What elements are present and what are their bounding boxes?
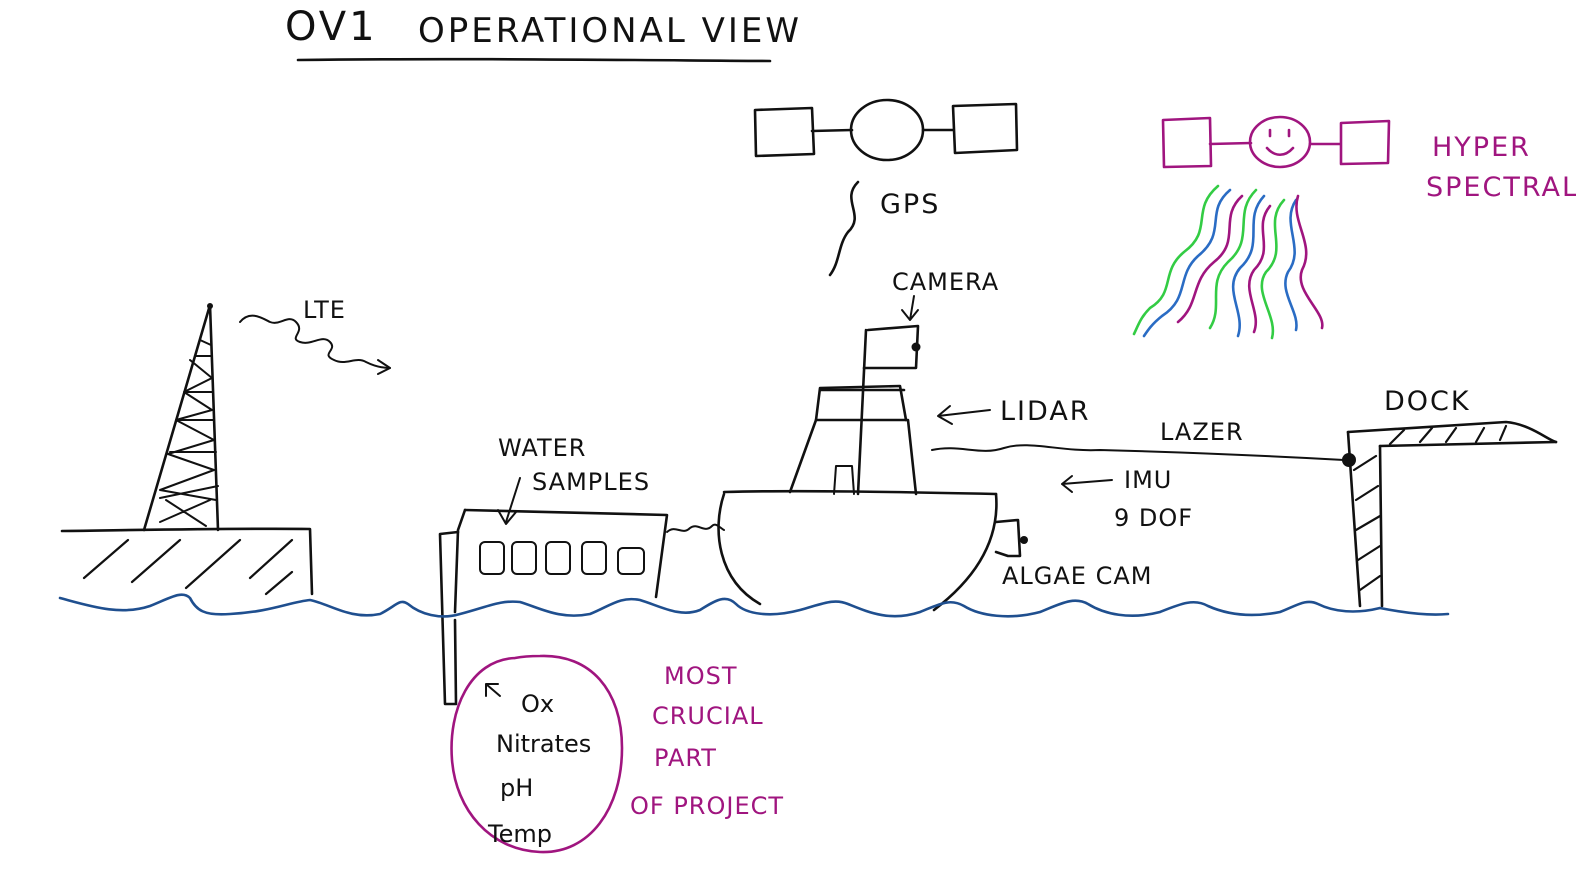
hyperspectral-satellite-icon: HYPER SPECTRAL	[1161, 115, 1576, 203]
camera-label: CAMERA	[892, 268, 999, 296]
lidar-arrow	[937, 405, 991, 425]
crucial-note: MOST CRUCIAL PART OF PROJECT	[630, 662, 784, 820]
lidar-housing	[814, 384, 908, 422]
boat-mast	[856, 328, 868, 496]
dock-label: DOCK	[1384, 386, 1471, 417]
boat-hull-bow	[717, 492, 762, 606]
hyperspectral-satellite-body	[1248, 115, 1312, 169]
algae-cam-label: ALGAE CAM	[1002, 562, 1152, 590]
lazer-beam	[931, 444, 1345, 461]
hyperspectral-label-line2: SPECTRAL	[1426, 172, 1576, 203]
lte-tower-icon	[142, 303, 220, 532]
lte-label: LTE	[303, 296, 346, 324]
smiley-face-icon	[1265, 128, 1295, 157]
shore-outline	[60, 527, 314, 596]
gps-label: GPS	[880, 189, 940, 220]
note-line4: OF PROJECT	[630, 792, 784, 820]
camera-lens-icon	[911, 342, 921, 352]
sensor-ox: Ox	[521, 690, 554, 718]
algae-cam-lens-icon	[1020, 536, 1028, 544]
lidar-label: LIDAR	[1000, 396, 1091, 427]
camera-box	[862, 324, 920, 370]
title-text: OPERATIONAL VIEW	[418, 11, 802, 51]
note-line1: MOST	[664, 662, 738, 690]
water-samples-arrow	[497, 477, 521, 525]
gps-signal-squiggle	[828, 180, 860, 277]
sensors-arrow	[485, 683, 501, 697]
boat-hull-stern	[932, 492, 998, 612]
gps-satellite-icon: GPS	[753, 98, 1019, 277]
camera-arrow	[901, 295, 919, 321]
imu-label-line1: IMU	[1124, 466, 1172, 494]
sensor-nitrates: Nitrates	[496, 730, 591, 758]
water-sensors-callout: Ox Nitrates pH Temp	[450, 654, 624, 854]
tow-line	[666, 523, 725, 533]
lidar-reflector-icon	[1342, 453, 1356, 467]
imu-box	[833, 465, 855, 495]
title: OV1 OPERATIONAL VIEW	[285, 4, 802, 63]
water-surface	[58, 593, 1450, 618]
lte-arrowhead	[377, 359, 391, 375]
algae-cam-housing	[994, 518, 1022, 558]
boat-deck	[722, 489, 998, 496]
sensor-ph: pH	[500, 774, 533, 802]
note-line2: CRUCIAL	[652, 702, 764, 730]
lte-signal: LTE	[239, 296, 391, 375]
shore	[60, 527, 314, 596]
water-samples-barge: WATER SAMPLES	[438, 434, 669, 706]
water-samples-label-line1: WATER	[498, 434, 586, 462]
title-code: OV1	[285, 4, 378, 50]
tower-lattice	[159, 339, 219, 527]
note-line3: PART	[654, 744, 717, 772]
imu-label-line2: 9 DOF	[1114, 504, 1193, 532]
sample-containers	[479, 541, 645, 575]
dock-pillar-right	[1378, 444, 1384, 608]
hyperspectral-label-line1: HYPER	[1432, 132, 1531, 163]
dock-hatching	[1352, 424, 1508, 592]
spectral-rays	[1132, 184, 1324, 340]
lazer-label: LAZER	[1160, 418, 1244, 446]
title-underline	[296, 57, 772, 63]
sample-probe-tube	[438, 530, 460, 706]
shore-hatching	[82, 538, 294, 596]
sensor-circle	[450, 654, 624, 854]
main-boat	[717, 324, 1028, 612]
barge-outline	[463, 508, 669, 599]
dock: DOCK	[1342, 386, 1558, 608]
water-samples-label-line2: SAMPLES	[532, 468, 650, 496]
gps-solar-panel-right	[951, 102, 1019, 155]
imu-arrow	[1061, 475, 1113, 493]
gps-solar-panel-left	[753, 106, 816, 158]
gps-satellite-body	[849, 98, 925, 162]
sensor-temp: Temp	[487, 820, 552, 848]
